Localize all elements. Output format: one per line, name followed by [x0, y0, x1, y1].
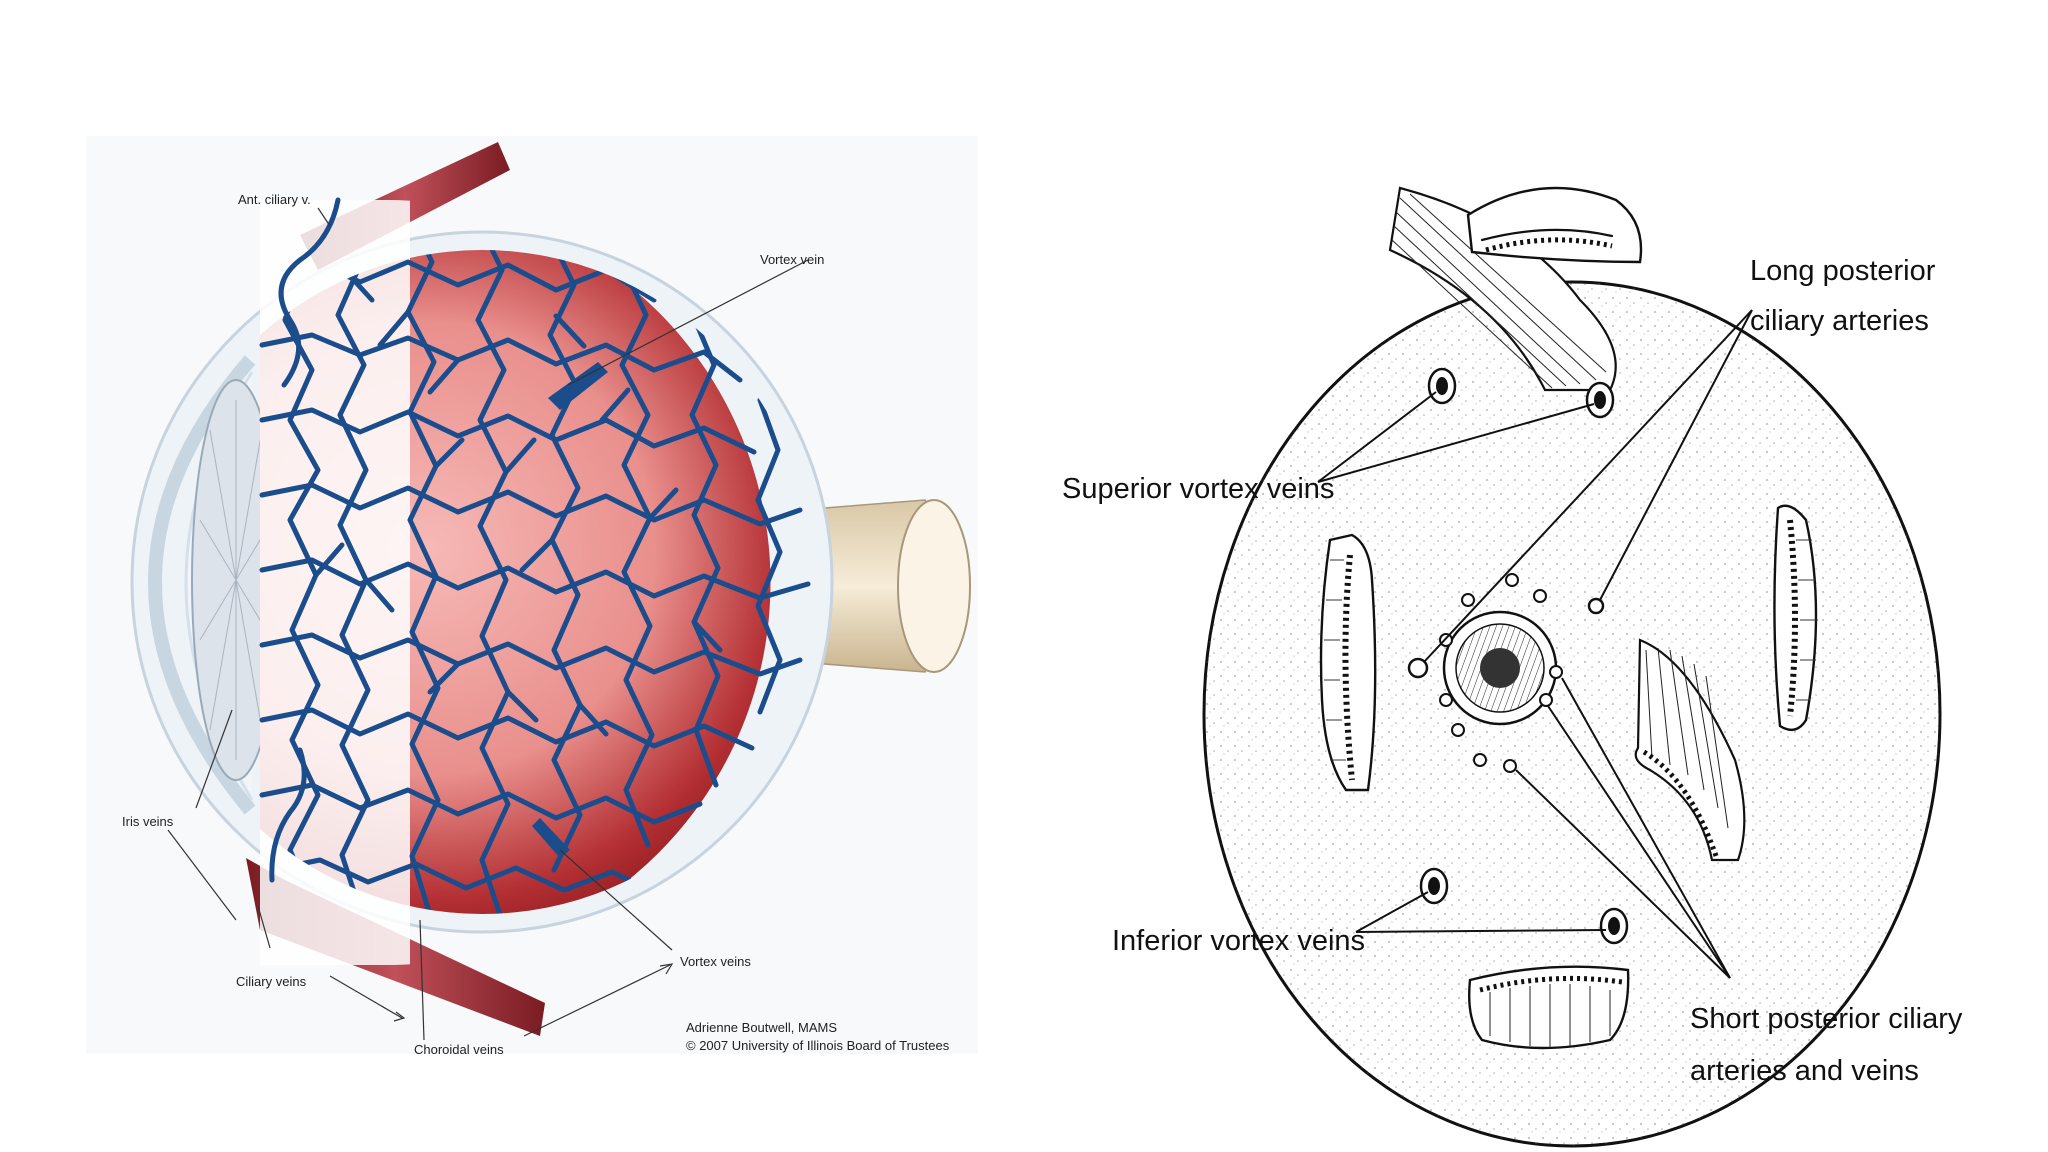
left-leader-lines	[167, 207, 809, 1041]
choroidal-vein-network	[259, 250, 811, 914]
label-superior-vortex-veins: Superior vortex veins	[1062, 473, 1334, 505]
long-ciliary-opening-left	[1407, 657, 1429, 679]
cornea	[148, 355, 256, 815]
long-ciliary-opening-right	[1587, 597, 1605, 615]
medial-rectus-insertion	[1773, 504, 1818, 732]
inferior-oblique-insertion	[1634, 638, 1746, 862]
inferior-vortex-vein-openings	[1419, 867, 1629, 945]
label-ant-ciliary-v: Ant. ciliary v.	[238, 192, 311, 207]
label-iris-veins: Iris veins	[122, 814, 174, 829]
superior-vortex-vein-openings	[1427, 367, 1615, 419]
vortex-vein-upper	[548, 362, 608, 410]
label-long-posterior-line2: ciliary arteries	[1750, 305, 1929, 337]
label-choroidal-veins: Choroidal veins	[414, 1042, 504, 1057]
optic-nerve-cut-end	[897, 499, 971, 673]
label-long-posterior-line1: Long posterior	[1750, 255, 1936, 287]
left-illustration-panel: Ant. ciliary v. Vortex vein Iris veins C…	[86, 136, 978, 1057]
label-ciliary-veins: Ciliary veins	[236, 974, 307, 989]
label-vortex-vein: Vortex vein	[760, 252, 824, 267]
illustrator-credit: Adrienne Boutwell, MAMS	[686, 1020, 837, 1035]
copyright-credit: © 2007 University of Illinois Board of T…	[686, 1038, 950, 1053]
label-vortex-veins: Vortex veins	[680, 954, 751, 969]
right-illustration-panel: Long posterior ciliary arteries Superior…	[1062, 186, 1963, 1148]
superior-muscle-tendon	[1388, 186, 1617, 392]
label-inferior-vortex-veins: Inferior vortex veins	[1112, 925, 1365, 957]
iris	[191, 379, 281, 781]
label-short-posterior-line1: Short posterior ciliary	[1690, 1003, 1963, 1035]
optic-nerve-head	[1442, 610, 1558, 726]
label-short-posterior-line2: arteries and veins	[1690, 1055, 1919, 1087]
globe-stipple	[1204, 282, 1940, 1146]
short-posterior-ciliary-openings	[1439, 573, 1563, 773]
lateral-rectus-insertion	[1319, 533, 1377, 792]
right-leader-lines	[1317, 309, 1753, 979]
inferior-rectus-insertion	[1468, 965, 1630, 1050]
superior-rectus-insertion	[1466, 186, 1643, 264]
ciliary-vein-lower	[269, 747, 307, 883]
anterior-ciliary-vein	[278, 197, 341, 388]
vortex-vein-lower	[532, 818, 570, 858]
